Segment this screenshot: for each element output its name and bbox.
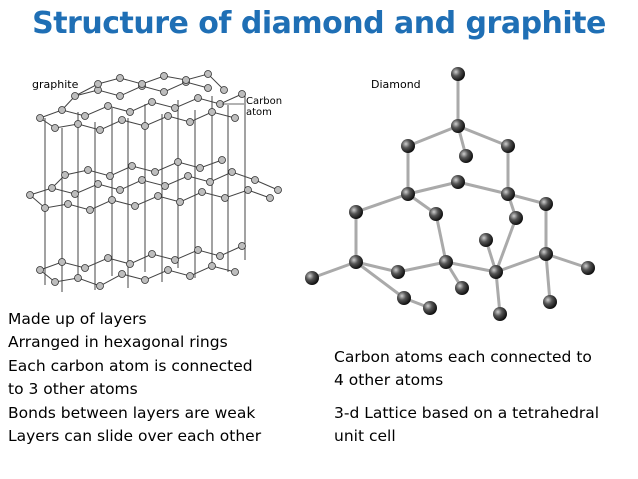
diamond-fact: unit cell bbox=[334, 427, 396, 445]
graphite-facts-list: Made up of layers Arranged in hexagonal … bbox=[8, 308, 261, 448]
graphite-fact: to 3 other atoms bbox=[8, 380, 138, 399]
graphite-fact: Layers can slide over each other bbox=[8, 427, 262, 446]
diamond-fact: Carbon atoms each connected to bbox=[334, 348, 592, 366]
carbon-atom-label-line1: Carbon bbox=[246, 96, 283, 107]
diamond-structure-diagram bbox=[305, 67, 595, 321]
graphite-fact: Bonds between layers are weak bbox=[8, 403, 256, 422]
graphite-label: graphite bbox=[32, 78, 79, 91]
carbon-atom-label-line2: atom bbox=[246, 107, 272, 118]
carbon-atom-label: Carbon atom bbox=[246, 96, 282, 118]
diamond-fact: 3-d Lattice based on a tetrahedral bbox=[334, 404, 600, 422]
diamond-facts-list-2: 3-d Lattice based on a tetrahedral unit … bbox=[334, 402, 599, 448]
graphite-structure-diagram bbox=[26, 70, 282, 292]
graphite-fact: Made up of layers bbox=[8, 310, 147, 328]
diamond-facts-list: Carbon atoms each connected to 4 other a… bbox=[334, 346, 592, 392]
diamond-fact: 4 other atoms bbox=[334, 371, 444, 389]
graphite-fact: Arranged in hexagonal rings bbox=[8, 333, 228, 352]
diamond-label: Diamond bbox=[371, 78, 421, 91]
slide-title: Structure of diamond and graphite bbox=[32, 6, 606, 41]
graphite-fact: Each carbon atom is connected bbox=[8, 356, 253, 375]
